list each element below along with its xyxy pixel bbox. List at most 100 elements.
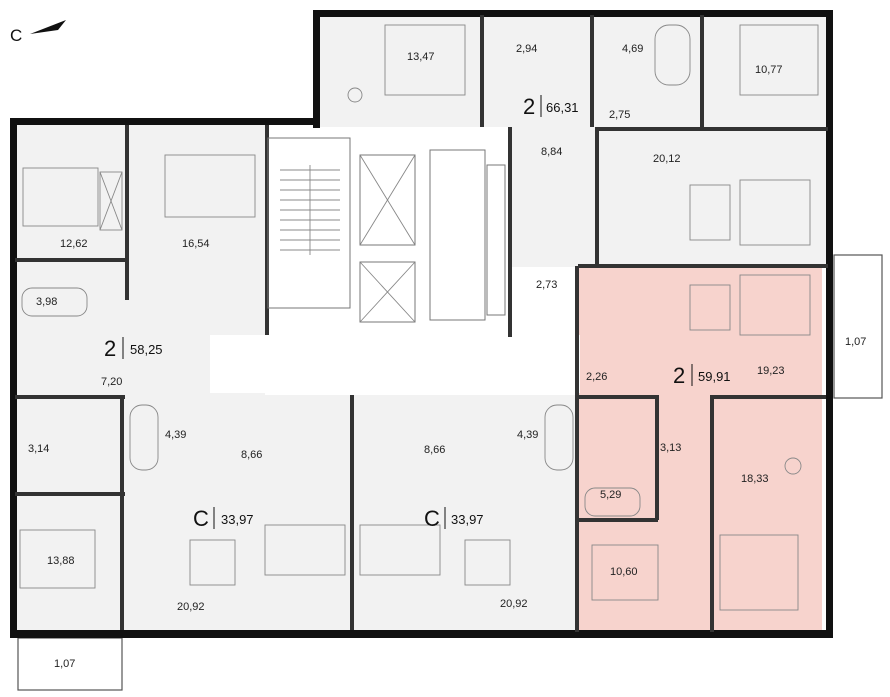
bed: [719, 534, 799, 611]
corridor-floor: [210, 335, 580, 393]
wall: [313, 10, 320, 128]
dining-table: [464, 539, 511, 586]
outer-walls: [10, 10, 833, 638]
room-area: 8,84: [541, 146, 562, 158]
wall: [826, 10, 833, 638]
wall: [575, 266, 579, 632]
room-area: 20,92: [177, 601, 205, 613]
wall: [15, 395, 125, 399]
room-area: 16,54: [182, 238, 210, 250]
apartment-label-left: 2 58,25: [104, 336, 163, 361]
wall: [700, 15, 704, 127]
room-area: 4,39: [517, 429, 538, 441]
wall: [313, 10, 833, 17]
north-compass: С: [10, 20, 66, 45]
room-area: 4,39: [165, 429, 186, 441]
inner-walls: [15, 15, 828, 632]
bed: [591, 544, 659, 601]
bathtub: [129, 404, 159, 471]
table: [689, 184, 731, 241]
wall: [710, 395, 714, 632]
north-arrow-icon: [30, 20, 66, 34]
sofa: [739, 274, 811, 336]
room-area: 1,07: [54, 658, 75, 670]
wall: [15, 492, 125, 496]
wall: [578, 264, 828, 268]
room-area: 4,69: [622, 43, 643, 55]
core-floor: [265, 130, 510, 335]
bathtub: [584, 487, 641, 517]
elevator-shaft: [359, 154, 416, 246]
apartment-type: 2: [104, 336, 116, 361]
room-area: 3,13: [660, 442, 681, 454]
table: [689, 284, 731, 331]
apartment-area: 58,25: [130, 342, 163, 357]
wall: [120, 395, 124, 630]
wall: [480, 15, 484, 127]
wall: [10, 630, 833, 638]
room-area: 2,75: [609, 109, 630, 121]
apartment-area: 33,97: [221, 512, 254, 527]
top-wing-floor: [318, 15, 828, 127]
bathtub: [21, 287, 88, 317]
wall: [595, 127, 599, 267]
bathtub: [654, 24, 691, 86]
wall: [710, 395, 826, 399]
elevator-cross: [359, 154, 416, 246]
apartment-type: 2: [673, 363, 685, 388]
stairwell: [267, 137, 351, 309]
shaft: [486, 164, 506, 316]
room-area: 3,98: [36, 296, 57, 308]
building-core: [267, 137, 506, 323]
apartment-label-studio-right: С 33,97: [424, 506, 484, 531]
balcony-bottom: [17, 637, 123, 691]
room-area: 8,66: [241, 449, 262, 461]
bed: [22, 167, 99, 227]
room-area: 20,12: [653, 153, 681, 165]
apartment-area: 66,31: [546, 100, 579, 115]
compass-letter: С: [10, 26, 22, 45]
wall: [578, 518, 658, 522]
sofa: [264, 524, 346, 576]
dining-table: [189, 539, 236, 586]
sofa: [164, 154, 256, 218]
room-area: 8,66: [424, 444, 445, 456]
bed: [19, 529, 96, 589]
apartment-labels: 2 66,31 2 58,25 2 59,91 С 33,97 С 33,97: [104, 94, 731, 531]
apartment-type: С: [424, 506, 440, 531]
room-area: 2,94: [516, 43, 537, 55]
room-area: 13,88: [47, 555, 75, 567]
sofa: [739, 179, 811, 246]
room-area: 2,26: [586, 371, 607, 383]
apartment-area: 33,97: [451, 512, 484, 527]
room-area: 3,14: [28, 443, 49, 455]
wall: [590, 15, 594, 127]
elevator-hall: [429, 149, 486, 321]
room-area: 10,77: [755, 64, 783, 76]
wall: [578, 395, 658, 399]
furniture: [19, 24, 819, 611]
room-area: 5,29: [600, 489, 621, 501]
wardrobe: [99, 171, 123, 231]
highlighted-apartment-floor: [578, 266, 822, 632]
wall: [508, 127, 512, 337]
elevator-shaft: [359, 261, 416, 323]
room-area: 13,47: [407, 51, 435, 63]
elevator-cross: [359, 261, 416, 323]
apartment-type: 2: [523, 94, 535, 119]
plant: [784, 457, 802, 475]
room-labels: 13,47 2,94 4,69 10,77 2,75 8,84 20,12 12…: [28, 43, 866, 670]
wall: [10, 118, 17, 638]
bed: [739, 24, 819, 96]
apartment-label-studio-left: С 33,97: [193, 506, 254, 531]
room-area: 1,07: [845, 336, 866, 348]
sofa: [359, 524, 441, 576]
room-area: 19,23: [757, 365, 785, 377]
apartment-label-top-right: 2 66,31: [523, 94, 579, 119]
wall: [595, 127, 828, 131]
room-area: 18,33: [741, 473, 769, 485]
apartment-type: С: [193, 506, 209, 531]
bed: [384, 24, 466, 96]
room-area: 12,62: [60, 238, 88, 250]
